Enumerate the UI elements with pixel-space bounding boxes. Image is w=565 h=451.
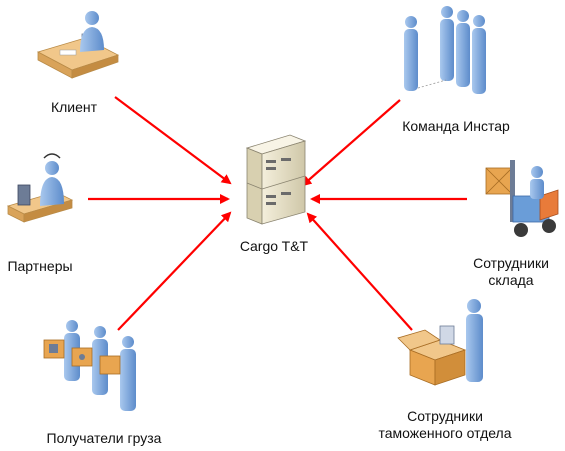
team-label: Команда Инстар bbox=[402, 118, 510, 134]
warehouse-label-line1: Сотрудники bbox=[473, 255, 549, 271]
center-label: Cargo T&T bbox=[239, 238, 309, 254]
warehouse-label-line2: склада bbox=[488, 272, 534, 288]
server-rack-icon bbox=[245, 134, 307, 225]
arrow-customs-to-center bbox=[306, 212, 413, 331]
arrow-client-to-center bbox=[114, 96, 232, 185]
partners-label: Партнеры bbox=[7, 258, 73, 274]
recipients-label: Получатели груза bbox=[46, 430, 162, 446]
team-group-icon bbox=[404, 6, 486, 94]
client-label: Клиент bbox=[50, 99, 98, 115]
customs-label: Сотрудники таможенного отдела bbox=[350, 408, 540, 442]
customs-label-line1: Сотрудники bbox=[407, 408, 483, 424]
forklift-icon bbox=[485, 160, 559, 237]
customs-label-line2: таможенного отдела bbox=[378, 425, 512, 441]
headset-operator-icon bbox=[6, 153, 74, 223]
desk-worker-icon bbox=[36, 11, 120, 79]
arrow-recipients-to-center bbox=[117, 211, 232, 331]
warehouse-label: Сотрудники склада bbox=[456, 255, 565, 289]
arrow-team-to-center bbox=[301, 99, 401, 187]
people-with-boxes-icon bbox=[43, 320, 136, 411]
customs-inspector-icon bbox=[397, 299, 483, 386]
